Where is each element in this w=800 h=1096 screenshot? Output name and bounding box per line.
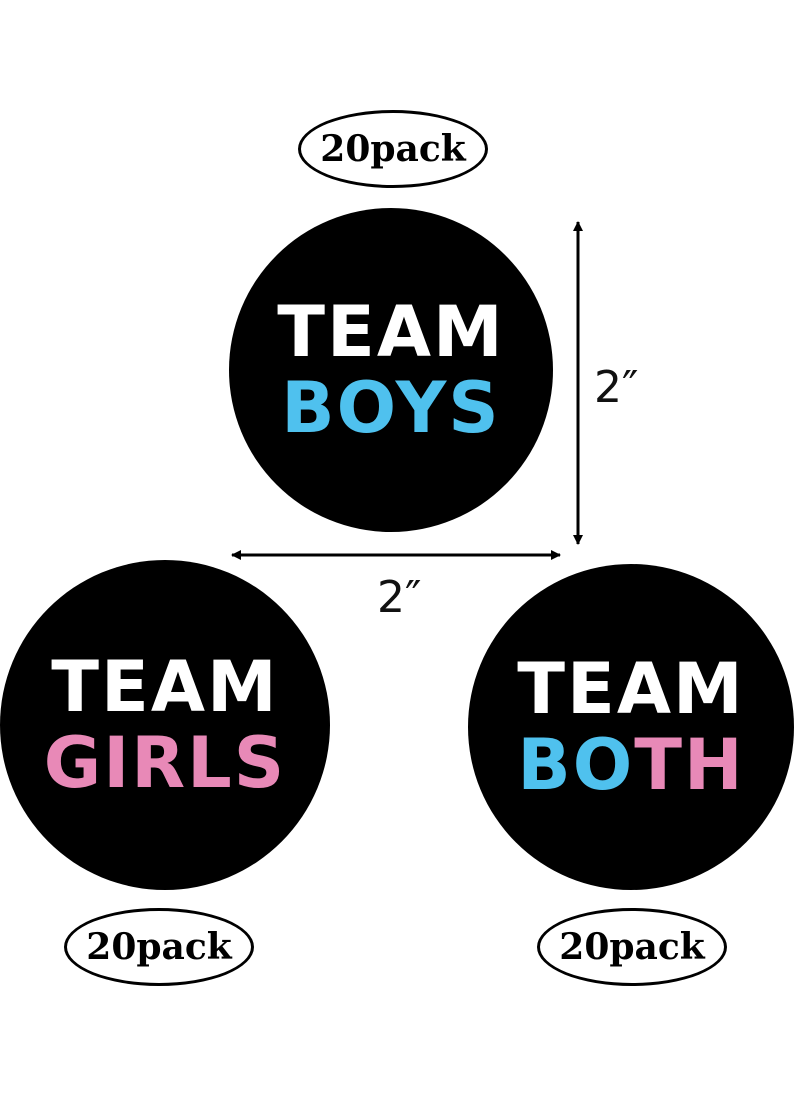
height-dimension-label: 2″	[594, 362, 639, 413]
sticker-line-team: TEAM	[277, 291, 505, 373]
sticker-team-both: TEAM BOTH	[468, 564, 794, 890]
sticker-line-boys: BOYS	[281, 367, 501, 449]
sticker-line-girls: GIRLS	[43, 722, 287, 804]
pack-count-label: 20pack	[64, 908, 254, 986]
pack-count-label: 20pack	[298, 110, 488, 188]
sticker-line-team: TEAM	[51, 646, 279, 728]
width-dimension-label: 2″	[377, 572, 422, 623]
sticker-line-team: TEAM	[517, 648, 745, 730]
sticker-team-boys: TEAM BOYS	[229, 208, 553, 532]
sticker-team-girls: TEAM GIRLS	[0, 560, 330, 890]
both-blue-part: BO	[517, 724, 635, 806]
sticker-line-both: BOTH	[517, 727, 744, 803]
pack-count-label: 20pack	[537, 908, 727, 986]
both-pink-part: TH	[634, 724, 745, 806]
